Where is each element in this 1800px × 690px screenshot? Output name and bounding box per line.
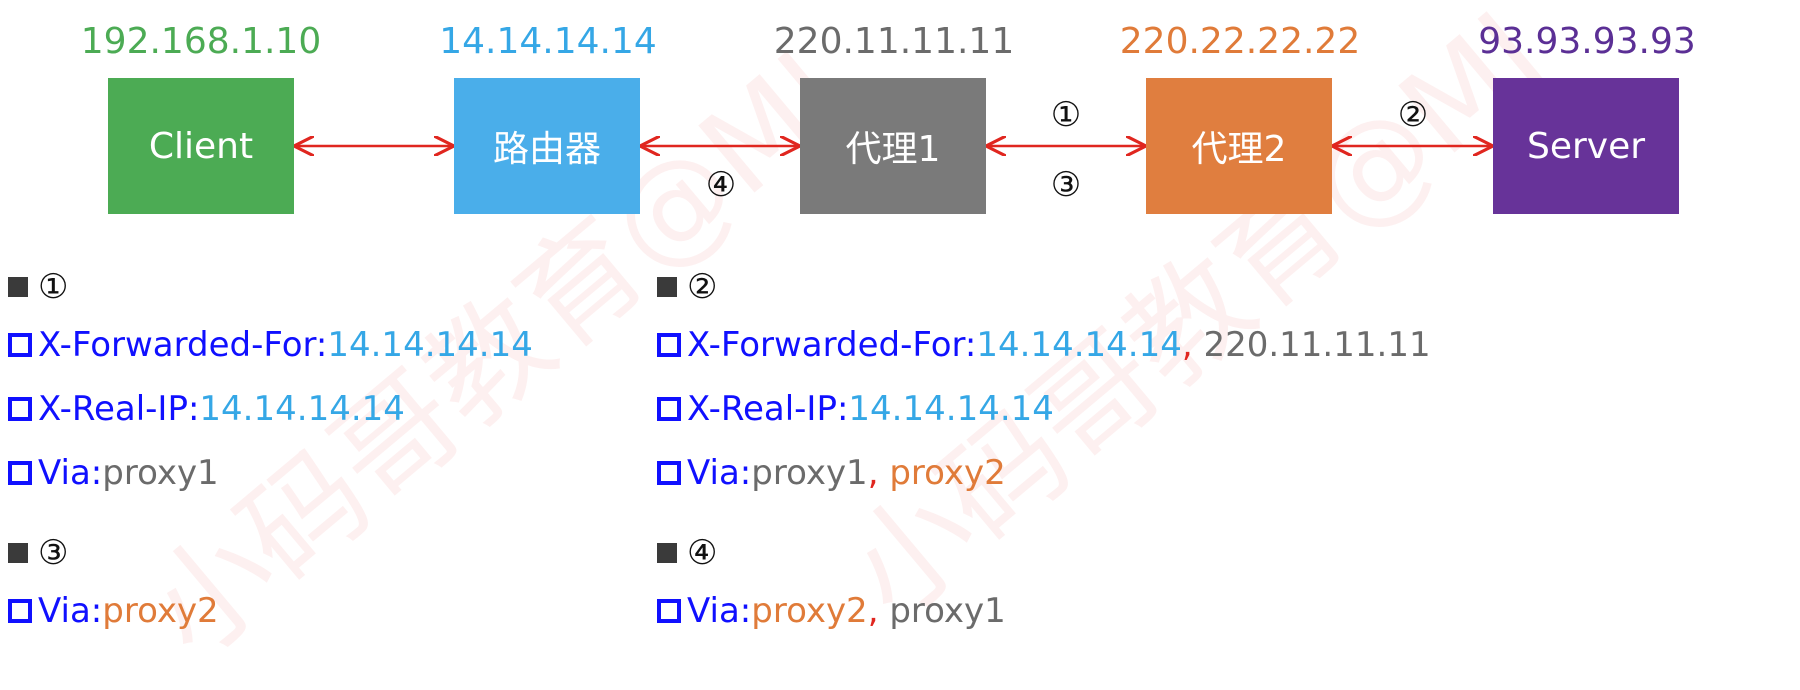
- panel-one-xrealip: X-Real-IP: 14.14.14.14: [8, 392, 405, 426]
- panel-one-via: Via: proxy1: [8, 456, 219, 490]
- checkbox-square-icon: [657, 397, 681, 421]
- client-ip: 192.168.1.10: [80, 21, 322, 62]
- marker-two: ②: [1397, 95, 1429, 135]
- panel-two-xff: X-Forwarded-For: 14.14.14.14 , 220.11.11…: [657, 328, 1431, 362]
- panel-three-marker: ③: [38, 533, 69, 573]
- header-key: X-Real-IP:: [687, 389, 849, 429]
- header-value: 14.14.14.14: [848, 389, 1054, 429]
- bullet-square-icon: [8, 543, 28, 563]
- proxy1-node: 代理1: [800, 78, 986, 214]
- router-node: 路由器: [454, 78, 640, 214]
- checkbox-square-icon: [8, 397, 32, 421]
- panel-one-marker: ①: [38, 267, 69, 307]
- header-value: proxy2: [889, 453, 1006, 493]
- header-key: Via:: [687, 591, 752, 631]
- server-node: Server: [1493, 78, 1679, 214]
- marker-three: ③: [1050, 165, 1082, 205]
- proxy2-ip: 220.22.22.22: [1119, 21, 1361, 62]
- panel-three-header: ③: [8, 536, 68, 570]
- panel-two-via: Via: proxy1 , proxy2: [657, 456, 1006, 490]
- client-node: Client: [108, 78, 294, 214]
- separator: ,: [1181, 325, 1204, 365]
- marker-four: ④: [705, 165, 737, 205]
- router-ip: 14.14.14.14: [439, 21, 657, 62]
- header-key: X-Forwarded-For:: [38, 325, 328, 365]
- checkbox-square-icon: [8, 599, 32, 623]
- header-value: proxy1: [751, 453, 868, 493]
- checkbox-square-icon: [8, 461, 32, 485]
- header-value: proxy1: [102, 453, 219, 493]
- bullet-square-icon: [657, 543, 677, 563]
- panel-one-header: ①: [8, 270, 68, 304]
- connection-arrows: [0, 0, 1800, 666]
- panel-two-xrealip: X-Real-IP: 14.14.14.14: [657, 392, 1054, 426]
- checkbox-square-icon: [657, 333, 681, 357]
- bullet-square-icon: [8, 277, 28, 297]
- header-key: Via:: [38, 453, 103, 493]
- proxy2-node: 代理2: [1146, 78, 1332, 214]
- separator: ,: [867, 453, 890, 493]
- checkbox-square-icon: [8, 333, 32, 357]
- marker-one: ①: [1050, 95, 1082, 135]
- panel-three-via: Via: proxy2: [8, 594, 219, 628]
- bullet-square-icon: [657, 277, 677, 297]
- panel-two-marker: ②: [687, 267, 718, 307]
- checkbox-square-icon: [657, 461, 681, 485]
- panel-four-header: ④: [657, 536, 717, 570]
- header-value: 14.14.14.14: [976, 325, 1182, 365]
- separator: ,: [867, 591, 890, 631]
- header-value: proxy2: [751, 591, 868, 631]
- panel-four-via: Via: proxy2 , proxy1: [657, 594, 1006, 628]
- panel-four-marker: ④: [687, 533, 718, 573]
- header-value: 14.14.14.14: [199, 389, 405, 429]
- checkbox-square-icon: [657, 599, 681, 623]
- header-key: X-Real-IP:: [38, 389, 200, 429]
- panel-one-xff: X-Forwarded-For: 14.14.14.14: [8, 328, 533, 362]
- header-key: Via:: [38, 591, 103, 631]
- header-value: 220.11.11.11: [1203, 325, 1431, 365]
- header-value: proxy1: [889, 591, 1006, 631]
- header-key: Via:: [687, 453, 752, 493]
- header-value: 14.14.14.14: [327, 325, 533, 365]
- proxy1-ip: 220.11.11.11: [773, 21, 1015, 62]
- panel-two-header: ②: [657, 270, 717, 304]
- header-key: X-Forwarded-For:: [687, 325, 977, 365]
- header-value: proxy2: [102, 591, 219, 631]
- server-ip: 93.93.93.93: [1478, 21, 1696, 62]
